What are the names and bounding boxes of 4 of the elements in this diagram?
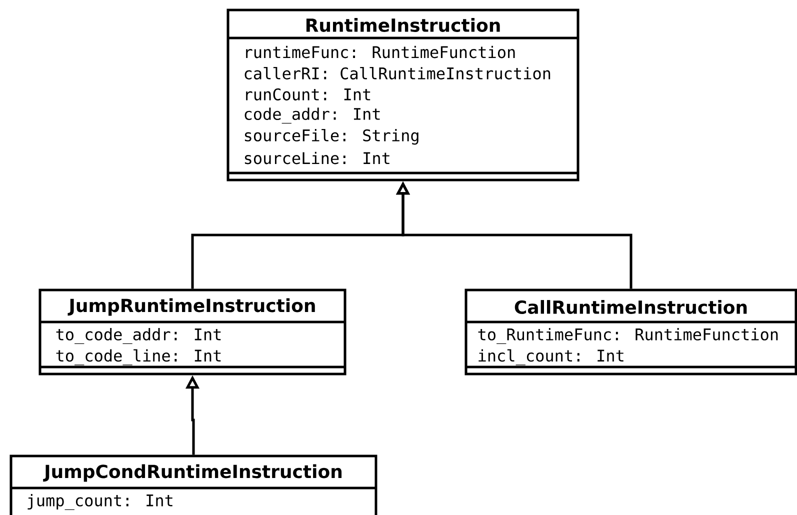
class-box: JumpRuntimeInstruction to_code_addr: Int to_code_line: Int xyxy=(38,288,346,376)
class-box: RuntimeInstruction runtimeFunc: RuntimeFunction callerRI: CallRuntimeInstruction runCount: Int code_addr: Int sourceFile: String sourceLine: Int xyxy=(226,8,580,182)
class-box: JumpCondRuntimeInstruction jump_count: Int xyxy=(10,454,378,515)
class-box: CallRuntimeInstruction to_RuntimeFunc: RuntimeFunction incl_count: Int xyxy=(464,288,797,376)
